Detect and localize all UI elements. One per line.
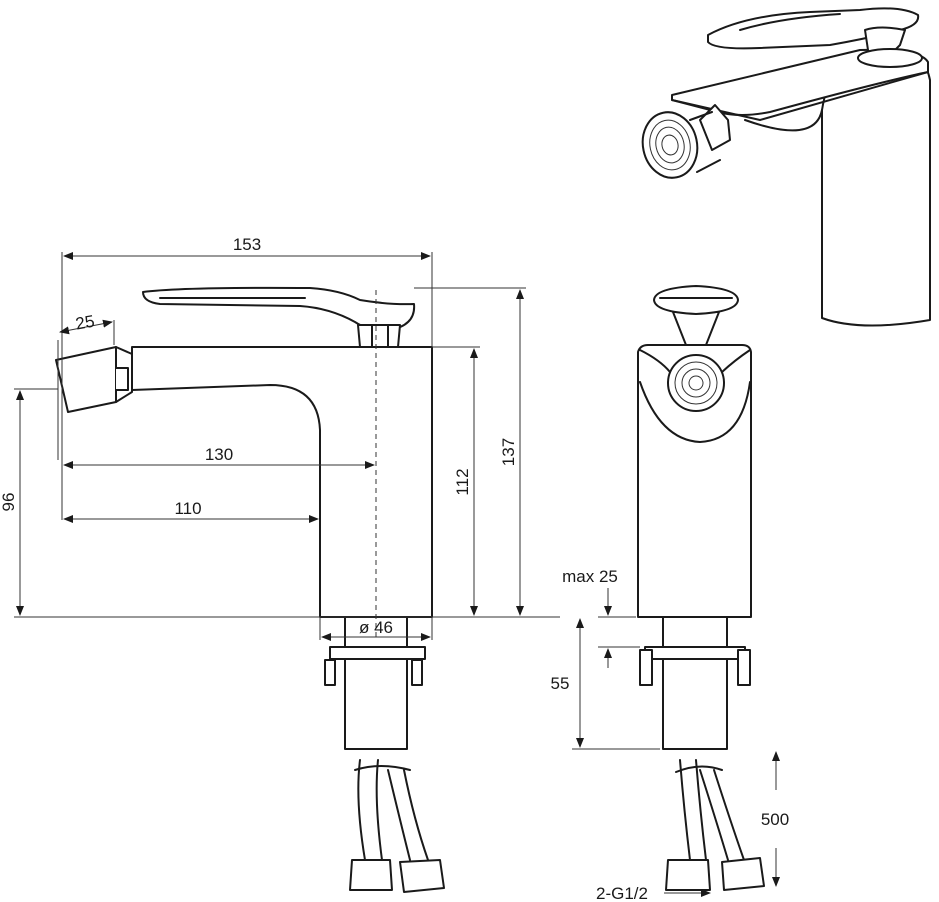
dim-spout-height: 96 [0,493,18,512]
dim-shank-length: 55 [551,674,570,693]
dim-spout-reach: 130 [205,445,233,464]
dim-max-deck: max 25 [562,567,618,586]
dim-base-diameter: ø 46 [359,618,393,637]
dim-aerator-length: 25 [74,312,96,334]
side-view [55,286,445,893]
perspective-view [641,7,931,327]
dim-hose-length: 500 [761,810,789,829]
front-view [637,285,765,891]
side-view-dimensions: 153 25 130 110 96 112 137 ø 46 [0,235,560,641]
dim-body-height: 112 [453,468,472,495]
dim-overall-length: 153 [233,235,261,254]
dim-connection-thread: 2-G1/2 [596,884,648,902]
dim-total-height: 137 [499,438,518,466]
front-view-dimensions: max 25 55 500 2-G1/2 [551,567,790,902]
dim-spout-to-body: 110 [174,499,201,518]
